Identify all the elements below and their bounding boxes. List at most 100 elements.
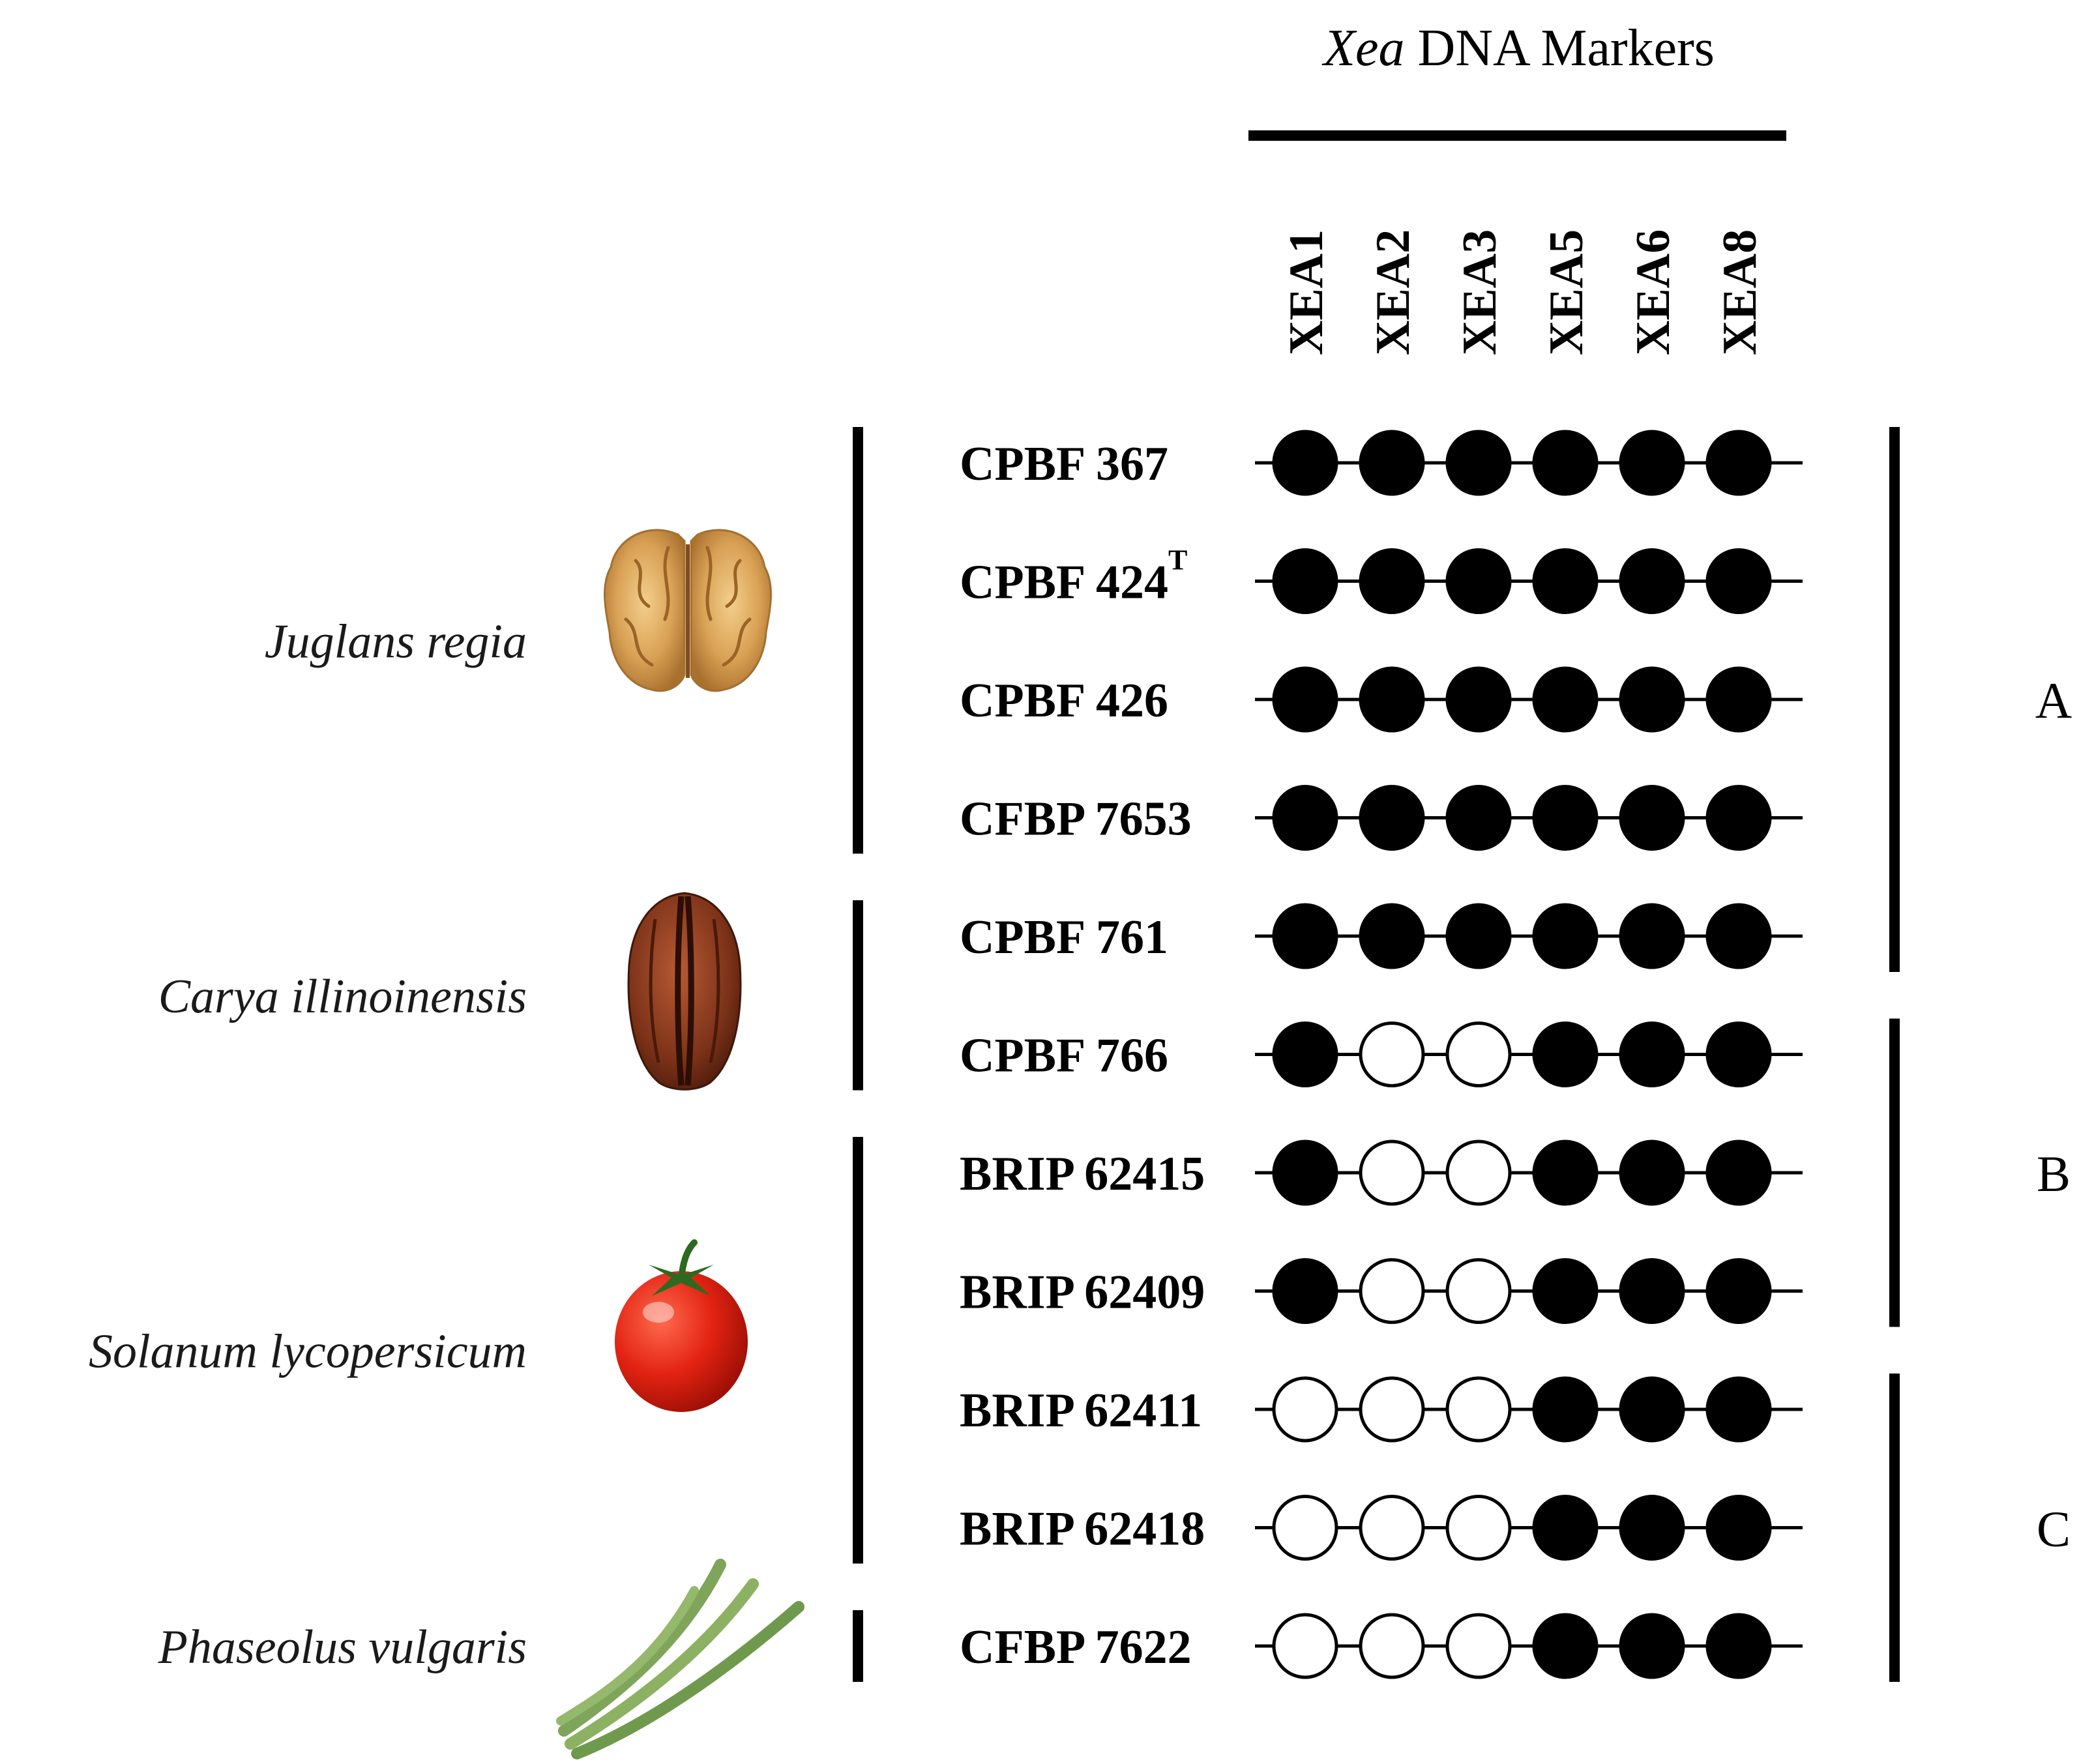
marker-absent-dot bbox=[1359, 1495, 1425, 1561]
strain-label: BRIP 62409 bbox=[960, 1266, 1205, 1319]
marker-present-dot bbox=[1532, 785, 1599, 851]
strain-label: BRIP 62418 bbox=[960, 1503, 1205, 1556]
marker-absent-dot bbox=[1445, 1376, 1512, 1443]
strain-row: CFBP 7653 bbox=[960, 785, 1803, 851]
marker-present-dot bbox=[1705, 1258, 1772, 1324]
strain-id: BRIP 62415 bbox=[960, 1147, 1205, 1201]
cluster-label: B bbox=[2037, 1145, 2071, 1202]
strain-label: CPBF 424T bbox=[960, 544, 1187, 610]
marker-present-dot bbox=[1705, 785, 1772, 851]
strain-id: CPBF 426 bbox=[960, 674, 1168, 728]
pecan-icon bbox=[627, 892, 742, 1091]
strain-row: CPBF 766 bbox=[960, 1022, 1803, 1087]
marker-present-dot bbox=[1705, 430, 1772, 496]
marker-absent-dot bbox=[1359, 1376, 1425, 1443]
marker-present-dot bbox=[1619, 1376, 1685, 1443]
marker-present-dot bbox=[1619, 430, 1685, 496]
marker-present-dot bbox=[1272, 1139, 1338, 1206]
strain-id: CPBF 367 bbox=[960, 437, 1168, 491]
marker-present-dot bbox=[1272, 1022, 1338, 1087]
marker-absent-dot bbox=[1272, 1495, 1338, 1561]
species-name: Phaseolus vulgaris bbox=[158, 1621, 527, 1674]
marker-present-dot bbox=[1532, 1258, 1599, 1324]
marker-present-dot bbox=[1359, 903, 1425, 969]
marker-present-dot bbox=[1532, 548, 1599, 614]
strain-id: CPBF 766 bbox=[960, 1029, 1168, 1083]
marker-absent-dot bbox=[1272, 1613, 1338, 1679]
strain-row: CPBF 367 bbox=[960, 430, 1803, 496]
marker-present-dot bbox=[1445, 785, 1512, 851]
cluster-group: B bbox=[1889, 1018, 2071, 1327]
marker-present-dot bbox=[1272, 430, 1338, 496]
walnut-icon bbox=[604, 529, 772, 692]
marker-absent-dot bbox=[1445, 1022, 1512, 1087]
marker-present-dot bbox=[1705, 1495, 1772, 1561]
strain-id: CFBP 7622 bbox=[960, 1621, 1192, 1674]
cluster-label: A bbox=[2035, 672, 2072, 729]
header-rest: DNA Markers bbox=[1417, 20, 1714, 77]
marker-present-dot bbox=[1705, 903, 1772, 969]
marker-present-dot bbox=[1619, 1022, 1685, 1087]
species-name: Carya illinoinensis bbox=[158, 970, 527, 1023]
strain-label: CPBF 761 bbox=[960, 911, 1168, 964]
marker-present-dot bbox=[1532, 666, 1599, 733]
marker-present-dot bbox=[1359, 430, 1425, 496]
marker-absent-dot bbox=[1445, 1258, 1512, 1324]
strain-label: CFBP 7653 bbox=[960, 793, 1192, 846]
marker-absent-dot bbox=[1359, 1613, 1425, 1679]
marker-absent-dot bbox=[1445, 1613, 1512, 1679]
cluster-label: C bbox=[2037, 1501, 2071, 1557]
marker-present-dot bbox=[1445, 430, 1512, 496]
marker-label: XEA3 bbox=[1453, 229, 1507, 355]
marker-present-dot bbox=[1619, 548, 1685, 614]
marker-present-dot bbox=[1532, 430, 1599, 496]
tomato-icon bbox=[615, 1239, 748, 1412]
strain-label: BRIP 62415 bbox=[960, 1147, 1205, 1201]
group-layer: A B C bbox=[1889, 427, 2072, 1682]
species-group: Carya illinoinensis bbox=[158, 900, 863, 1091]
strain-id: BRIP 62409 bbox=[960, 1266, 1205, 1319]
strain-label: CPBF 426 bbox=[960, 674, 1168, 728]
marker-present-dot bbox=[1705, 1139, 1772, 1206]
bean-icon bbox=[556, 1559, 804, 1759]
marker-present-dot bbox=[1532, 1022, 1599, 1087]
marker-present-dot bbox=[1705, 1022, 1772, 1087]
type-strain-superscript: T bbox=[1168, 544, 1187, 576]
strain-row: CPBF 426 bbox=[960, 666, 1803, 733]
marker-present-dot bbox=[1532, 903, 1599, 969]
marker-present-dot bbox=[1619, 1258, 1685, 1324]
species-group: Juglans regia bbox=[265, 427, 863, 854]
marker-present-dot bbox=[1705, 1613, 1772, 1679]
strain-row: CPBF 761 bbox=[960, 903, 1803, 969]
marker-present-dot bbox=[1619, 1613, 1685, 1679]
strain-row: BRIP 62418 bbox=[960, 1495, 1803, 1561]
marker-present-dot bbox=[1532, 1613, 1599, 1679]
marker-present-dot bbox=[1272, 903, 1338, 969]
marker-present-dot bbox=[1445, 666, 1512, 733]
strain-row: CPBF 424T bbox=[960, 544, 1803, 614]
strain-id: CPBF 424 bbox=[960, 556, 1168, 610]
marker-present-dot bbox=[1705, 548, 1772, 614]
marker-absent-dot bbox=[1445, 1139, 1512, 1206]
marker-present-dot bbox=[1619, 785, 1685, 851]
marker-present-dot bbox=[1532, 1376, 1599, 1443]
marker-present-dot bbox=[1359, 548, 1425, 614]
marker-present-dot bbox=[1359, 666, 1425, 733]
marker-present-dot bbox=[1272, 666, 1338, 733]
marker-label: XEA8 bbox=[1713, 229, 1767, 355]
strain-row: BRIP 62411 bbox=[960, 1376, 1803, 1443]
strain-id: CFBP 7653 bbox=[960, 793, 1192, 846]
species-group: Phaseolus vulgaris bbox=[158, 1610, 863, 1682]
marker-label: XEA2 bbox=[1366, 229, 1420, 355]
marker-present-dot bbox=[1359, 785, 1425, 851]
marker-absent-dot bbox=[1359, 1022, 1425, 1087]
marker-present-dot bbox=[1445, 903, 1512, 969]
header-italic: Xea bbox=[1321, 20, 1404, 77]
marker-present-dot bbox=[1705, 666, 1772, 733]
marker-label: XEA1 bbox=[1280, 229, 1333, 355]
marker-present-dot bbox=[1619, 1495, 1685, 1561]
strain-label: CFBP 7622 bbox=[960, 1621, 1192, 1674]
